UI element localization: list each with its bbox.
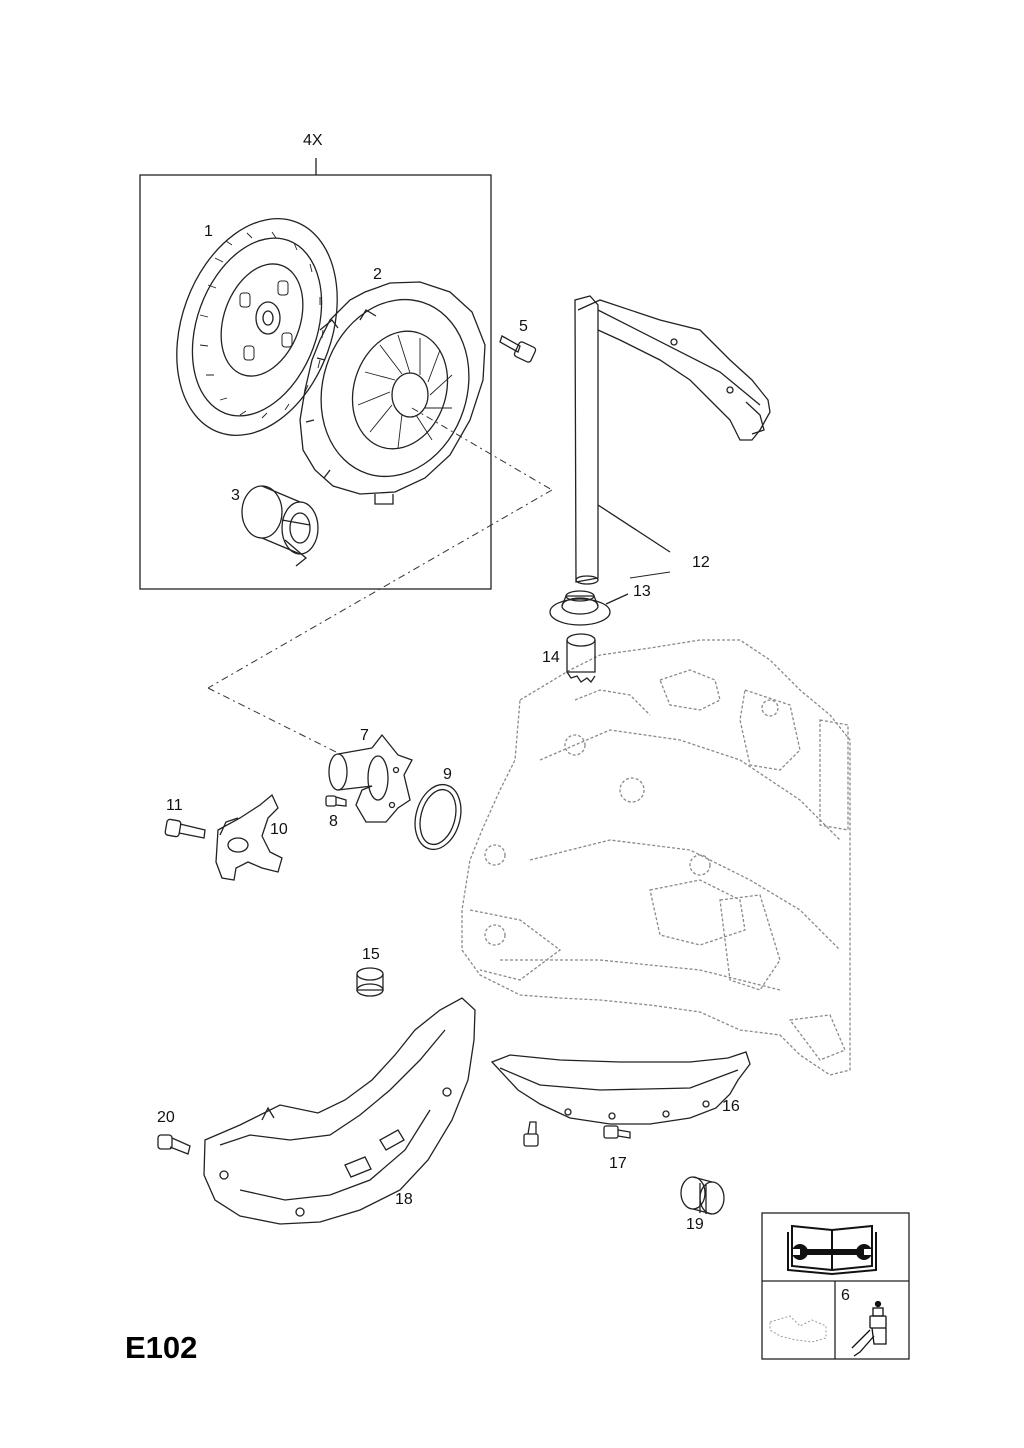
cover-shield-18-part: [203, 997, 476, 1225]
bush-15-part: [356, 967, 384, 997]
callout-3: 3: [231, 487, 240, 504]
diagram-code: E102: [125, 1330, 198, 1365]
callout-10: 10: [270, 821, 288, 838]
pressure-plate-part: [299, 281, 486, 505]
callout-15: 15: [362, 946, 380, 963]
callout-2: 2: [373, 266, 382, 283]
rubber-bush-19-part: [680, 1176, 725, 1215]
leader-lines: [629, 571, 671, 579]
gearbox-housing-outline: [461, 639, 851, 1076]
alignment-dashed-lines: [207, 407, 553, 753]
callout-17: 17: [609, 1155, 627, 1172]
callout-11: 11: [166, 797, 183, 814]
screw-8-part: [325, 795, 347, 807]
callout-12: 12: [692, 554, 710, 571]
callout-9: 9: [443, 766, 452, 783]
callout-13: 13: [633, 583, 651, 600]
kit-group-box: [139, 158, 492, 590]
bush-14-part: [566, 633, 596, 684]
callout-14: 14: [542, 649, 560, 666]
bolt-20-part: [157, 1134, 191, 1155]
gearbox-outline-icon: [769, 1315, 827, 1343]
callout-5: 5: [519, 318, 528, 335]
bolt-11-part: [164, 818, 206, 839]
callout-19: 19: [686, 1216, 704, 1233]
callout-8: 8: [329, 813, 338, 830]
service-icon-panel: [761, 1212, 910, 1360]
release-bearing-part: [241, 485, 319, 567]
release-fork-10-part: [215, 793, 283, 881]
callout-16: 16: [722, 1098, 740, 1115]
lower-cover-16-part: [490, 1051, 751, 1125]
bolt-5-part: [499, 335, 537, 363]
book-wrench-icon: [787, 1224, 877, 1276]
callout-18: 18: [395, 1191, 413, 1208]
bolt-17-part: [523, 1121, 631, 1147]
seal-13-part: [549, 590, 629, 626]
o-ring-9-part: [414, 783, 462, 851]
oil-can-icon: [851, 1300, 887, 1357]
callout-6: 6: [841, 1287, 850, 1304]
callout-1: 1: [204, 223, 213, 240]
kit-label: 4X: [303, 132, 323, 149]
guide-tube-7-part: [328, 733, 413, 823]
clutch-disc-part: [176, 218, 338, 436]
release-shaft-bracket-part: [574, 295, 771, 585]
callout-20: 20: [157, 1109, 175, 1126]
callout-7: 7: [360, 727, 369, 744]
